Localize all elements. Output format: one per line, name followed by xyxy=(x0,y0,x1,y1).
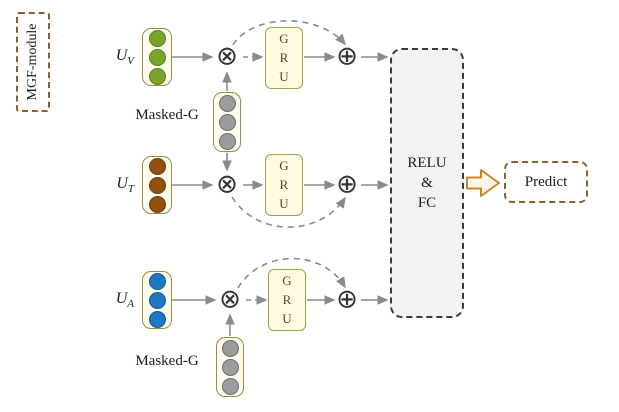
block-arrow-icon xyxy=(466,169,500,197)
masked-dot xyxy=(218,94,236,112)
skip-curve-t xyxy=(231,196,346,228)
input-vector-a xyxy=(142,271,172,329)
predict-label: Predict xyxy=(524,173,568,190)
multiply-icon-a: ⊗ xyxy=(219,284,241,315)
relu-fc-line: & xyxy=(421,174,433,191)
gru-letter: R xyxy=(279,177,289,192)
gru-letter: U xyxy=(279,196,289,211)
masked-dot xyxy=(221,377,239,395)
masked-g-stack-bottom xyxy=(216,337,244,397)
masked-g-label-top: Masked-G xyxy=(135,107,199,123)
vector-dot xyxy=(148,310,166,328)
masked-dot xyxy=(218,132,236,150)
vector-dot xyxy=(148,29,166,47)
masked-dot xyxy=(218,113,236,131)
masked-g-label-bottom: Masked-G xyxy=(135,353,199,369)
input-vector-v xyxy=(142,28,172,86)
mgf-module-box: MGF-module xyxy=(16,12,50,112)
relu-fc-box: RELU & FC xyxy=(390,48,464,318)
gru-letter: G xyxy=(282,273,292,288)
vector-dot xyxy=(148,195,166,213)
vector-dot xyxy=(148,48,166,66)
mgf-module-label: MGF-module xyxy=(25,23,40,101)
skip-curve-a xyxy=(237,257,346,289)
vector-dot xyxy=(148,272,166,290)
add-icon-t: ⊕ xyxy=(336,169,358,200)
skip-curve-v xyxy=(232,20,347,46)
gru-box-v: G R U xyxy=(265,27,303,89)
gru-letter: U xyxy=(282,311,292,326)
vector-dot xyxy=(148,291,166,309)
add-icon-v: ⊕ xyxy=(336,41,358,72)
multiply-icon-t: ⊗ xyxy=(216,169,238,200)
gru-letter: G xyxy=(279,158,289,173)
vector-dot xyxy=(148,67,166,85)
input-label-a: UA xyxy=(115,290,134,311)
vector-dot xyxy=(148,176,166,194)
gru-letter: U xyxy=(279,69,289,84)
gru-letter: G xyxy=(279,31,289,46)
relu-fc-line: FC xyxy=(417,194,437,211)
multiply-icon-v: ⊗ xyxy=(216,41,238,72)
gru-box-t: G R U xyxy=(265,154,303,216)
predict-box: Predict xyxy=(504,161,588,203)
masked-dot xyxy=(221,358,239,376)
gru-letter: R xyxy=(282,292,292,307)
gru-box-a: G R U xyxy=(268,269,306,331)
relu-fc-line: RELU xyxy=(407,154,447,171)
input-label-t: UT xyxy=(116,175,134,196)
input-label-v: UV xyxy=(115,47,134,68)
gru-letter: R xyxy=(279,50,289,65)
masked-dot xyxy=(221,339,239,357)
masked-g-stack-top xyxy=(213,92,241,152)
add-icon-a: ⊕ xyxy=(336,284,358,315)
vector-dot xyxy=(148,157,166,175)
input-vector-t xyxy=(142,156,172,214)
